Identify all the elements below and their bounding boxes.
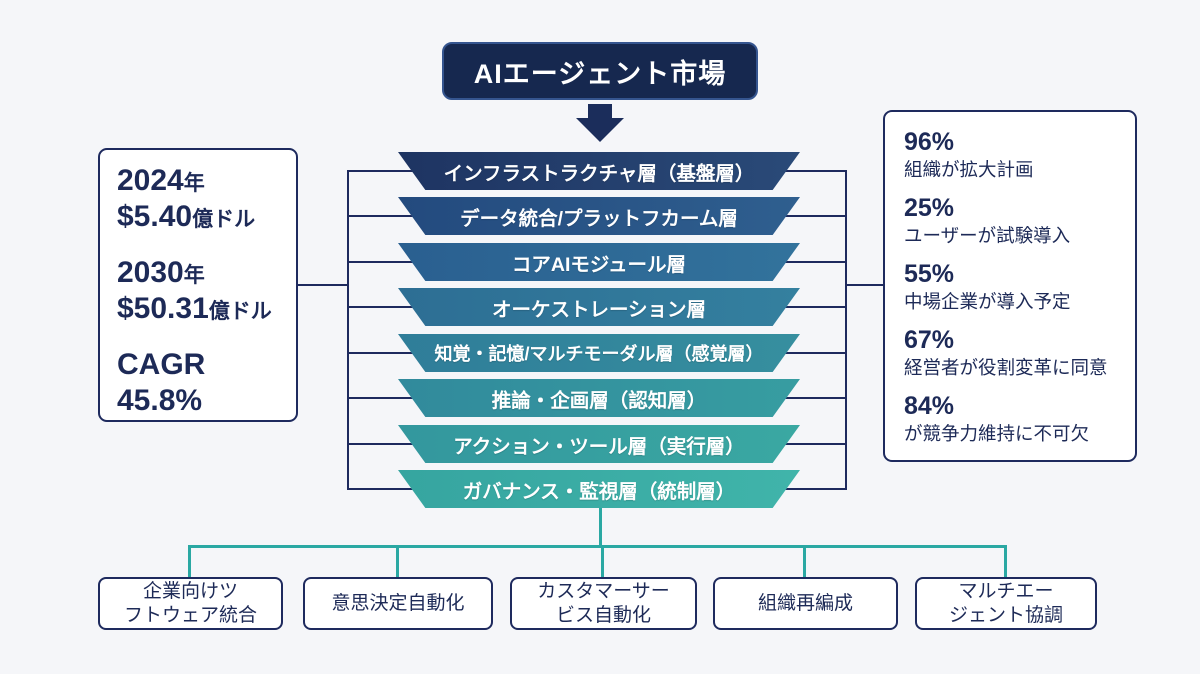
connector-line <box>188 545 191 578</box>
market-year-2030: 2030年 <box>117 256 205 289</box>
app-box-multi-agent: マルチエー ジェント協調 <box>915 577 1097 630</box>
connector-line <box>347 488 447 490</box>
stat-percent: 67% <box>904 325 955 354</box>
stat-percent: 25% <box>904 193 955 222</box>
funnel-layer-label: 知覚・記憶/マルチモーダル層（感覚層） <box>434 344 764 364</box>
funnel-layer-orchestration: オーケストレーション層 <box>398 288 800 326</box>
market-year-2024: 2024年 <box>117 164 205 197</box>
connector-line <box>751 215 847 217</box>
connector-line <box>1004 545 1007 578</box>
connector-line <box>347 443 447 445</box>
connector-line <box>751 397 847 399</box>
connector-line <box>347 215 447 217</box>
app-box-decision-automation: 意思決定自動化 <box>303 577 493 630</box>
connector-line <box>601 545 604 578</box>
connector-line <box>347 306 447 308</box>
connector-line <box>347 352 447 354</box>
right-bracket-line <box>845 170 847 490</box>
stat-item: 55% 中場企業が導入予定 <box>904 259 1135 314</box>
connector-line <box>347 261 447 263</box>
stat-label: 中場企業が導入予定 <box>904 291 1071 313</box>
app-box-org-restructuring: 組織再編成 <box>713 577 898 630</box>
stat-label: ユーザーが試験導入 <box>904 225 1071 247</box>
stat-item: 25% ユーザーが試験導入 <box>904 193 1135 248</box>
market-value-2030: $50.31億ドル <box>117 292 272 325</box>
market-box-connector <box>296 284 349 286</box>
funnel-bottom-connector <box>599 508 602 548</box>
funnel-layer-core-ai: コアAIモジュール層 <box>398 243 800 281</box>
funnel-layer-label: インフラストラクチャ層（基盤層） <box>443 162 755 185</box>
connector-line <box>347 397 447 399</box>
cagr-label: CAGR <box>117 348 206 381</box>
diagram-title: AIエージェント市場 <box>473 58 727 89</box>
stat-label: 組織が拡大計画 <box>904 159 1034 181</box>
market-value-2024: $5.40億ドル <box>117 200 256 233</box>
funnel-layer-action-tools: アクション・ツール層（実行層） <box>398 425 800 463</box>
stat-label: が競争力維持に不可欠 <box>904 422 1090 444</box>
funnel-layer-infrastructure: インフラストラクチャ層（基盤層） <box>398 152 800 190</box>
stat-percent: 96% <box>904 128 955 156</box>
funnel-layer-data-integration: データ統合/プラットフカーム層 <box>398 197 800 235</box>
applications-bus-line <box>188 545 1007 548</box>
funnel-layer-governance: ガバナンス・監視層（統制層） <box>398 470 800 508</box>
funnel-layer-label: 推論・企画層（認知層） <box>491 389 707 412</box>
stat-item: 84% が競争力維持に不可欠 <box>904 391 1135 446</box>
adoption-stats-box: 96% 組織が拡大計画 25% ユーザーが試験導入 55% 中場企業が導入予定 … <box>883 110 1137 462</box>
funnel-layer-perception-memory: 知覚・記憶/マルチモーダル層（感覚層） <box>398 334 800 372</box>
connector-line <box>751 306 847 308</box>
left-bracket-line <box>347 170 349 490</box>
down-arrow-icon <box>576 104 624 142</box>
stat-percent: 84% <box>904 391 955 420</box>
stat-label: 経営者が役割変革に同意 <box>904 357 1108 379</box>
app-box-label: カスタマーサー ビス自動化 <box>537 581 670 626</box>
stat-item: 67% 経営者が役割変革に同意 <box>904 325 1135 380</box>
funnel-layer-reasoning-planning: 推論・企画層（認知層） <box>398 379 800 417</box>
connector-line <box>751 261 847 263</box>
funnel-layer-label: データ統合/プラットフカーム層 <box>460 207 738 230</box>
diagram-title-box: AIエージェント市場 <box>442 42 758 100</box>
connector-line <box>751 488 847 490</box>
funnel-layer-label: オーケストレーション層 <box>491 298 707 321</box>
stats-box-connector <box>845 284 885 286</box>
stat-item: 96% 組織が拡大計画 <box>904 127 1135 182</box>
connector-line <box>347 170 447 172</box>
app-box-label: 組織再編成 <box>757 592 853 614</box>
market-size-box: 2024年 $5.40億ドル 2030年 $50.31億ドル CAGR 45.8… <box>98 148 298 422</box>
funnel-layer-label: コアAIモジュール層 <box>511 253 687 276</box>
connector-line <box>751 352 847 354</box>
app-box-label: 企業向けツ フトウェア統合 <box>123 581 257 626</box>
funnel-layer-label: ガバナンス・監視層（統制層） <box>462 480 736 503</box>
cagr-value: 45.8% <box>117 384 203 417</box>
connector-line <box>751 443 847 445</box>
app-box-customer-service: カスタマーサー ビス自動化 <box>510 577 697 630</box>
connector-line <box>751 170 847 172</box>
funnel-layer-label: アクション・ツール層（実行層） <box>453 435 745 458</box>
app-box-label: マルチエー ジェント協調 <box>948 581 1063 626</box>
stat-percent: 55% <box>904 259 955 288</box>
app-box-label: 意思決定自動化 <box>331 592 465 614</box>
connector-line <box>396 545 399 578</box>
app-box-enterprise-software: 企業向けツ フトウェア統合 <box>98 577 283 630</box>
connector-line <box>803 545 806 578</box>
